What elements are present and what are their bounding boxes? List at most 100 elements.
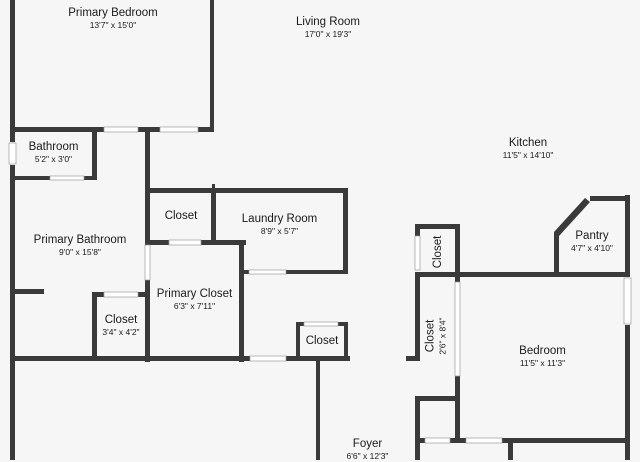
room-dimensions: 11'5" x 14'10"	[502, 150, 554, 160]
room-kitchen: Kitchen 11'5" x 14'10"	[468, 136, 588, 161]
wall	[455, 276, 460, 282]
wall	[92, 292, 97, 360]
wall	[92, 292, 104, 297]
wall	[554, 198, 590, 236]
wall	[212, 184, 215, 190]
room-name: Primary Closet	[156, 288, 233, 300]
room-dimensions: 6'6" x 12'3"	[346, 451, 389, 461]
room-living-room: Living Room 17'0" x 19'3"	[248, 15, 408, 40]
wall	[296, 322, 304, 326]
wall	[455, 224, 460, 276]
wall	[455, 376, 460, 440]
wall	[625, 195, 630, 277]
room-closet-bedroom: Closet 2'6" x 8'4"	[424, 317, 449, 354]
wall	[145, 240, 169, 245]
room-closet-kitchen: Closet	[431, 236, 445, 269]
wall	[145, 280, 150, 362]
wall	[239, 240, 244, 362]
wall	[625, 325, 630, 460]
wall	[10, 356, 250, 361]
wall	[508, 438, 513, 460]
wall	[286, 356, 350, 361]
wall	[554, 232, 559, 276]
window	[103, 126, 139, 133]
wall	[10, 289, 44, 294]
wall	[10, 176, 50, 180]
walls	[10, 0, 630, 460]
window	[454, 281, 461, 377]
window	[159, 126, 199, 133]
wall	[296, 322, 300, 360]
wall	[201, 240, 246, 245]
wall	[415, 224, 460, 229]
wall	[502, 438, 630, 443]
wall	[138, 127, 160, 132]
room-name: Closet	[305, 335, 339, 347]
window	[249, 355, 287, 362]
wall	[415, 438, 425, 443]
room-closet-bath: Closet 3'4" x 4'2"	[97, 313, 145, 338]
room-dimensions: 3'4" x 4'2"	[102, 327, 140, 337]
room-bathroom: Bathroom 5'2" x 3'0"	[15, 140, 92, 165]
wall	[415, 224, 420, 236]
wall	[210, 0, 214, 130]
wall	[198, 127, 214, 132]
room-dimensions: 2'6" x 8'4"	[437, 317, 448, 355]
room-name: Foyer	[352, 438, 383, 450]
wall	[316, 360, 320, 460]
wall	[415, 396, 460, 401]
wall	[415, 272, 630, 277]
wall	[92, 130, 97, 180]
room-dimensions: 8'9" x 5'7"	[260, 226, 299, 236]
room-name: Living Room	[296, 16, 360, 28]
room-laundry-room: Laundry Room 8'9" x 5'7"	[216, 212, 343, 237]
window	[303, 321, 339, 327]
window	[49, 175, 85, 181]
wall	[10, 165, 15, 460]
room-dimensions: 4'7" x 4'10"	[571, 243, 613, 253]
room-name: Primary Bathroom	[33, 234, 127, 246]
room-name: Closet	[432, 235, 444, 269]
room-dimensions: 5'2" x 3'0"	[34, 154, 73, 164]
room-name: Closet	[424, 319, 437, 353]
room-primary-bedroom: Primary Bedroom 13'7" x 15'0"	[33, 6, 193, 31]
window	[414, 235, 421, 271]
wall	[338, 322, 348, 326]
wall	[239, 270, 249, 274]
window	[168, 239, 202, 246]
window	[465, 437, 503, 444]
wall	[10, 127, 104, 132]
room-name: Closet	[164, 210, 198, 222]
wall	[286, 270, 348, 274]
wall	[138, 292, 150, 297]
window	[424, 437, 451, 444]
window	[623, 277, 632, 325]
wall	[84, 176, 97, 180]
wall	[415, 398, 420, 460]
wall	[343, 188, 348, 274]
room-closet-small: Closet	[300, 334, 344, 348]
window	[248, 269, 287, 275]
room-dimensions: 13'7" x 15'0"	[89, 20, 137, 30]
room-dimensions: 17'0" x 19'3"	[304, 29, 352, 39]
room-foyer: Foyer 6'6" x 12'3"	[320, 437, 415, 462]
room-name: Pantry	[575, 230, 609, 242]
room-name: Closet	[104, 314, 138, 326]
wall	[211, 190, 216, 242]
room-primary-closet: Primary Closet 6'3" x 7'11"	[150, 287, 239, 312]
room-name: Bathroom	[28, 141, 79, 153]
wall	[406, 356, 420, 361]
wall	[344, 322, 348, 360]
window	[8, 142, 17, 165]
wall	[10, 0, 15, 142]
room-primary-bathroom: Primary Bathroom 9'0" x 15'8"	[15, 233, 145, 258]
room-dimensions: 9'0" x 15'8"	[59, 247, 101, 257]
room-dimensions: 6'3" x 7'11"	[173, 301, 216, 311]
wall	[590, 196, 630, 201]
room-closet-hall: Closet	[150, 209, 212, 223]
room-bedroom: Bedroom 11'5" x 11'3"	[460, 344, 625, 369]
room-name: Bedroom	[519, 345, 566, 357]
window	[103, 291, 139, 298]
